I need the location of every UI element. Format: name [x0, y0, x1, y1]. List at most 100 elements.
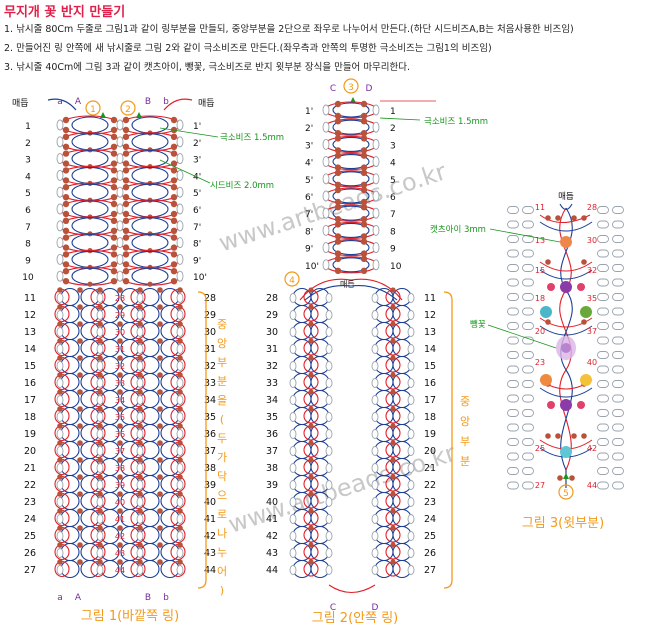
clear-bead	[96, 310, 104, 320]
clear-bead	[522, 438, 534, 446]
clear-bead	[56, 327, 64, 337]
clear-bead	[96, 429, 104, 439]
clear-bead	[522, 452, 534, 461]
clear-bead	[289, 548, 297, 558]
clear-bead	[325, 463, 333, 473]
clear-bead	[612, 249, 624, 258]
clear-bead	[325, 412, 333, 422]
clear-bead	[612, 394, 624, 403]
side-text-char: 으	[217, 489, 227, 502]
seed-bead	[360, 238, 368, 245]
clear-bead	[597, 249, 609, 258]
seed-bead	[77, 389, 83, 395]
seed-bead	[97, 508, 103, 514]
seed-bead	[157, 321, 163, 327]
seed-bead	[334, 204, 342, 211]
clear-bead	[372, 156, 380, 168]
blue-thread-swag	[539, 221, 593, 458]
row-number: 16	[424, 378, 436, 389]
clear-bead	[507, 351, 519, 359]
side-text-char: 중	[460, 395, 470, 408]
clear-bead	[96, 531, 104, 541]
clear-bead	[56, 119, 64, 131]
blue-thread-ring	[140, 542, 160, 562]
clear-bead	[56, 446, 64, 456]
flower-bead-center	[561, 343, 571, 353]
row-number: 35	[266, 412, 278, 423]
seed-bead-accent	[577, 283, 585, 291]
row-number: 25	[424, 531, 436, 542]
clear-bead	[372, 121, 380, 133]
blue-thread-ring	[140, 338, 160, 358]
blue-thread-ring	[60, 508, 80, 528]
clear-bead	[176, 480, 184, 490]
clear-bead	[136, 531, 144, 541]
seed-bead	[334, 112, 342, 120]
row-number: 2'	[193, 139, 201, 149]
clear-bead	[96, 463, 104, 473]
row-number: 41	[204, 514, 216, 525]
clear-bead	[522, 336, 534, 345]
seed-bead	[177, 304, 183, 310]
row-number: 20	[535, 327, 545, 336]
seed-bead	[177, 508, 183, 514]
row-number-center: 31	[115, 345, 125, 354]
row-number: 27	[535, 481, 545, 490]
seed-bead	[137, 457, 143, 463]
seed-bead	[334, 233, 342, 240]
row-number: 3	[25, 156, 31, 166]
seed-bead	[157, 406, 163, 412]
row-number: 5	[25, 189, 31, 199]
blue-thread-loop	[332, 171, 370, 187]
seed-bead	[117, 525, 123, 531]
seed-bead	[57, 304, 63, 310]
clear-bead	[407, 395, 415, 405]
clear-bead	[116, 203, 124, 215]
row-number: 14	[424, 344, 436, 355]
clear-bead	[612, 336, 624, 345]
cats-eye-bead-orange	[540, 374, 552, 386]
seed-bead	[545, 215, 551, 221]
seed-bead	[62, 143, 70, 150]
clear-bead	[597, 452, 609, 461]
row-number: 15	[535, 266, 545, 275]
row-number: 42	[204, 531, 216, 542]
seed-bead	[157, 457, 163, 463]
bead-letter: a	[57, 97, 63, 107]
row-number: 24	[24, 514, 36, 525]
seed-bead	[110, 126, 118, 134]
clear-bead	[176, 253, 184, 265]
blue-thread-ring	[140, 559, 160, 579]
clear-bead	[56, 531, 64, 541]
clear-bead	[56, 186, 64, 198]
clear-bead	[597, 293, 609, 301]
clear-bead	[289, 514, 297, 524]
seed-bead	[62, 200, 70, 208]
step-circle	[343, 78, 359, 94]
row-number-center: 41	[115, 515, 125, 524]
clear-bead	[136, 514, 144, 524]
clear-bead	[322, 173, 330, 185]
clear-bead	[96, 378, 104, 388]
seed-bead	[360, 221, 368, 228]
blue-thread-ring	[60, 372, 80, 392]
clear-bead	[56, 395, 64, 405]
row-number-center: 36	[115, 430, 125, 439]
seed-bead	[170, 143, 178, 150]
row-number: 13	[24, 327, 36, 338]
clear-bead	[507, 452, 519, 461]
clear-bead	[407, 514, 415, 524]
clear-bead	[507, 278, 519, 287]
clear-bead	[136, 497, 144, 507]
clear-bead	[322, 190, 330, 202]
bead-letter: a	[57, 593, 63, 603]
seed-bead	[177, 389, 183, 395]
seed-bead	[122, 210, 130, 218]
side-text-char: 두	[217, 432, 227, 445]
seed-bead	[62, 251, 70, 258]
clear-bead	[322, 242, 330, 254]
clear-bead	[136, 412, 144, 422]
clear-bead	[407, 548, 415, 558]
seed-bead	[308, 559, 314, 565]
